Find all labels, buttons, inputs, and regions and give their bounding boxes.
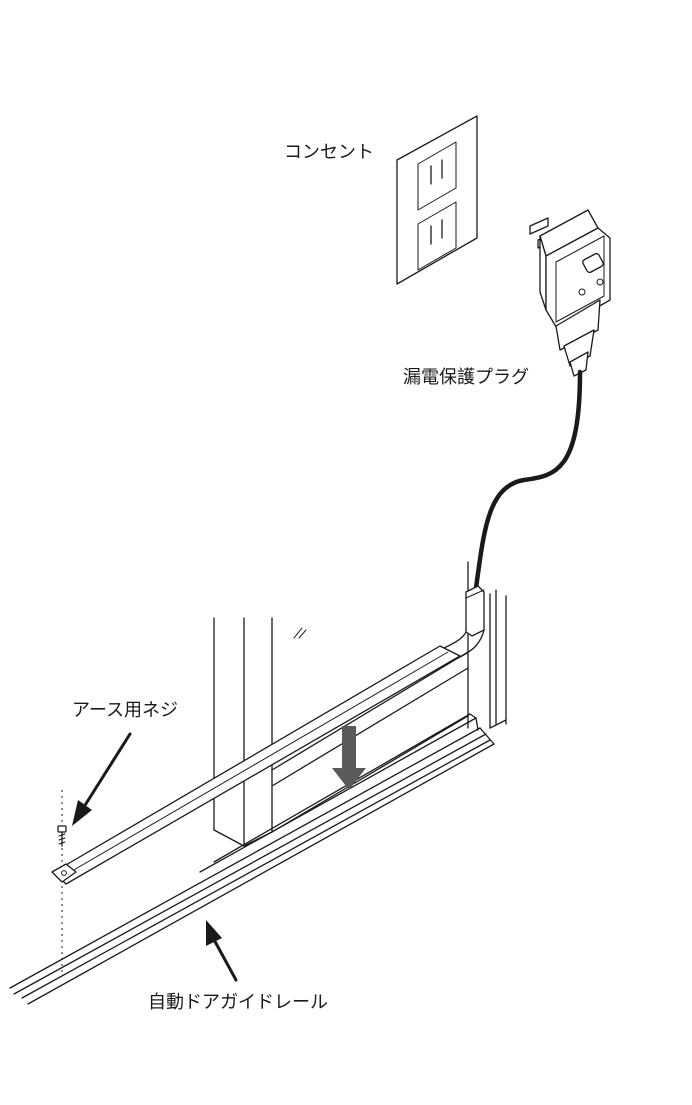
down-arrow-icon (332, 726, 366, 790)
arrow-icon (206, 920, 238, 982)
door-rail-label: 自動ドアガイドレール (148, 992, 328, 1013)
leakage-plug-label: 漏電保護プラグ (403, 367, 529, 388)
outlet-label: コンセント (284, 142, 374, 163)
ground-screw-label: アース用ネジ (72, 700, 178, 721)
leakage-protection-plug (529, 209, 611, 377)
guide-rail (9, 713, 495, 1005)
arrow-icon (72, 732, 132, 826)
ground-strip (51, 585, 485, 972)
wall-outlet (396, 115, 478, 285)
door-frame (213, 561, 507, 847)
power-cord (473, 369, 583, 591)
ground-screw (57, 825, 67, 847)
